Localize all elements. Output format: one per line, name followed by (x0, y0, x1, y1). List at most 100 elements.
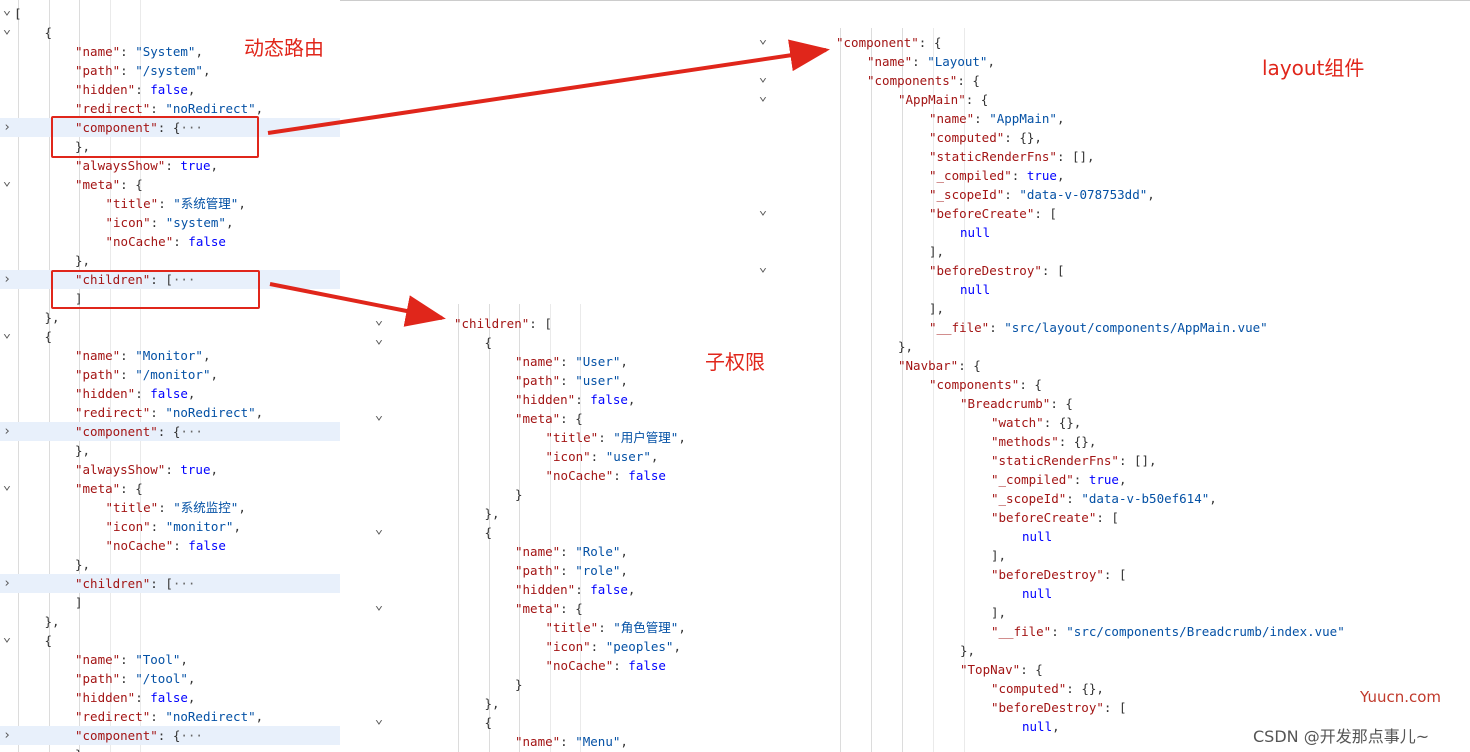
ellipsis-icon[interactable]: ··· (180, 728, 203, 743)
code-line[interactable]: "title": "系统管理", (0, 194, 340, 213)
code-line[interactable]: ⌄"meta": { (368, 407, 798, 428)
code-line[interactable]: "redirect": "noRedirect", (0, 99, 340, 118)
code-line[interactable]: }, (0, 745, 340, 752)
code-line[interactable]: ⌄"meta": { (0, 477, 340, 498)
code-line[interactable]: "computed": {}, (750, 679, 1470, 698)
chevron-right-icon[interactable]: › (3, 272, 11, 287)
chevron-down-icon[interactable]: ⌄ (2, 629, 12, 645)
code-line[interactable]: ⌄"beforeDestroy": [ (750, 564, 1470, 584)
chevron-right-icon[interactable]: › (3, 120, 11, 135)
code-line[interactable]: "_compiled": true, (750, 166, 1470, 185)
code-line[interactable]: "path": "/tool", (0, 669, 340, 688)
code-line[interactable]: ⌄{ (0, 325, 340, 346)
code-line[interactable]: ⌄{ (0, 629, 340, 650)
code-line[interactable]: null (750, 527, 1470, 546)
code-line[interactable]: ] (0, 593, 340, 612)
code-line[interactable]: ⌄"AppMain": { (750, 88, 1470, 109)
code-line[interactable]: ], (750, 546, 1470, 565)
code-line[interactable]: }, (0, 555, 340, 574)
code-line[interactable]: "_scopeId": "data-v-b50ef614", (750, 489, 1470, 508)
code-line[interactable]: } (368, 485, 798, 504)
chevron-down-icon[interactable]: ⌄ (758, 88, 768, 104)
code-line[interactable]: ⌄"meta": { (0, 173, 340, 194)
code-line[interactable]: ], (750, 242, 1470, 261)
code-line[interactable]: ⌄{ (368, 521, 798, 542)
code-line[interactable]: "hidden": false, (0, 80, 340, 99)
code-line[interactable]: ›"children": [··· (0, 574, 340, 593)
code-line[interactable]: ›"children": [··· (0, 270, 340, 289)
code-line[interactable]: ⌄"meta": { (368, 597, 798, 618)
code-line[interactable]: ], (750, 299, 1470, 318)
chevron-down-icon[interactable]: ⌄ (758, 202, 768, 218)
ellipsis-icon[interactable]: ··· (180, 120, 203, 135)
code-line[interactable]: "name": "User", (368, 352, 798, 371)
code-line[interactable]: "staticRenderFns": [], (750, 147, 1470, 166)
code-line[interactable]: null (750, 584, 1470, 603)
code-line[interactable]: "staticRenderFns": [], (750, 451, 1470, 470)
code-line[interactable]: "redirect": "noRedirect", (0, 403, 340, 422)
code-line[interactable]: "methods": {}, (750, 432, 1470, 451)
code-line[interactable]: "path": "/system", (0, 61, 340, 80)
code-line[interactable]: ›"component": {··· (0, 726, 340, 745)
code-line[interactable]: "title": "系统监控", (0, 498, 340, 517)
chevron-down-icon[interactable]: ⌄ (758, 259, 768, 275)
code-line[interactable]: null (750, 223, 1470, 242)
code-line[interactable]: "alwaysShow": true, (0, 156, 340, 175)
right-json-pane[interactable]: ⌄"component": {"name": "Layout", ⌄"compon… (750, 28, 1470, 752)
ellipsis-icon[interactable]: ··· (180, 424, 203, 439)
code-line[interactable]: "name": "Role", (368, 542, 798, 561)
code-line[interactable]: "icon": "user", (368, 447, 798, 466)
code-line[interactable]: ] (0, 289, 340, 308)
code-line[interactable]: ⌄"Breadcrumb": { (750, 393, 1470, 413)
code-line[interactable]: }, (0, 441, 340, 460)
code-line[interactable]: }, (750, 641, 1470, 660)
chevron-down-icon[interactable]: ⌄ (758, 69, 768, 85)
chevron-down-icon[interactable]: ⌄ (758, 31, 768, 47)
code-line[interactable]: "path": "/monitor", (0, 365, 340, 384)
code-line[interactable]: ⌄"components": { (750, 374, 1470, 394)
code-line[interactable]: "noCache": false (0, 536, 340, 555)
code-line[interactable]: "noCache": false (368, 466, 798, 485)
chevron-down-icon[interactable]: ⌄ (2, 477, 12, 493)
code-line[interactable]: null, (750, 717, 1470, 736)
chevron-down-icon[interactable]: ⌄ (374, 407, 384, 423)
code-line[interactable]: null (750, 280, 1470, 299)
code-line[interactable]: ⌄"beforeDestroy": [ (750, 259, 1470, 280)
chevron-right-icon[interactable]: › (3, 576, 11, 591)
left-json-pane[interactable]: ⌄[⌄{"name": "System","path": "/system","… (0, 0, 340, 752)
code-line[interactable]: "redirect": "noRedirect", (0, 707, 340, 726)
code-line[interactable]: } (368, 675, 798, 694)
code-line[interactable]: "hidden": false, (368, 580, 798, 599)
code-line[interactable]: ⌄{ (368, 711, 798, 732)
code-line[interactable]: }, (0, 137, 340, 156)
chevron-down-icon[interactable]: ⌄ (374, 521, 384, 537)
code-line[interactable]: }, (368, 504, 798, 523)
code-line[interactable]: "title": "角色管理", (368, 618, 798, 637)
code-line[interactable]: }, (0, 251, 340, 270)
code-line[interactable]: "__file": "src/components/Breadcrumb/ind… (750, 622, 1470, 641)
chevron-down-icon[interactable]: ⌄ (374, 711, 384, 727)
code-line[interactable]: "name": "Tool", (0, 650, 340, 669)
code-line[interactable]: ⌄"component": { (750, 31, 1470, 52)
code-line[interactable]: ⌄{ (0, 22, 340, 42)
chevron-down-icon[interactable]: ⌄ (2, 173, 12, 189)
code-line[interactable]: "name": "Monitor", (0, 346, 340, 365)
chevron-down-icon[interactable]: ⌄ (2, 325, 12, 341)
chevron-down-icon[interactable]: ⌄ (2, 2, 12, 18)
chevron-down-icon[interactable]: ⌄ (374, 597, 384, 613)
code-line[interactable]: "name": "Layout", (750, 52, 1470, 71)
code-line[interactable]: "_compiled": true, (750, 470, 1470, 489)
code-line[interactable]: "icon": "monitor", (0, 517, 340, 536)
code-line[interactable]: ], (750, 603, 1470, 622)
chevron-down-icon[interactable]: ⌄ (374, 331, 384, 347)
code-line[interactable]: "computed": {}, (750, 128, 1470, 147)
code-line[interactable]: "path": "user", (368, 371, 798, 390)
code-line[interactable]: "icon": "system", (0, 213, 340, 232)
code-line[interactable]: "hidden": false, (0, 688, 340, 707)
code-line[interactable]: }, (368, 694, 798, 713)
chevron-right-icon[interactable]: › (3, 728, 11, 743)
code-line[interactable]: "title": "用户管理", (368, 428, 798, 447)
code-line[interactable]: ›"component": {··· (0, 118, 340, 137)
code-line[interactable]: }, (750, 337, 1470, 356)
code-line[interactable]: "hidden": false, (0, 384, 340, 403)
